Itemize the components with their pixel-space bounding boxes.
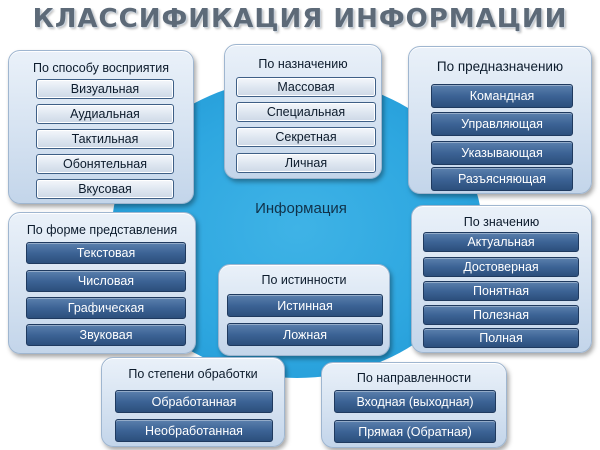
group-purpose: По назначению Массовая Специальная Секре…	[224, 44, 382, 179]
item-audial: Аудиальная	[36, 104, 174, 124]
item-direct-feedback: Прямая (Обратная)	[334, 420, 496, 443]
item-visual: Визуальная	[36, 79, 174, 99]
item-olfactory: Обонятельная	[36, 154, 174, 174]
item-mass: Массовая	[236, 77, 376, 97]
group-title: По способу восприятия	[33, 61, 169, 75]
group-title: По значению	[463, 215, 540, 229]
item-processed: Обработанная	[115, 390, 273, 413]
item-explaining: Разъясняющая	[431, 167, 573, 191]
item-secret: Секретная	[236, 127, 376, 147]
group-perception: По способу восприятия Визуальная Аудиаль…	[8, 50, 194, 204]
item-text: Текстовая	[26, 242, 186, 264]
group-title: По назначению	[258, 57, 348, 71]
item-personal: Личная	[236, 153, 376, 173]
item-unprocessed: Необработанная	[115, 419, 273, 442]
group-truth: По истинности Истинная Ложная	[218, 264, 390, 356]
group-title: По направленности	[356, 371, 472, 385]
group-title: По форме представления	[26, 223, 178, 237]
item-graphic: Графическая	[26, 297, 186, 319]
group-title: По предназначению	[436, 59, 564, 74]
group-direction: По направленности Входная (выходная) Пря…	[321, 362, 507, 448]
item-actual: Актуальная	[423, 232, 579, 252]
group-title: По истинности	[261, 273, 347, 287]
item-numeric: Числовая	[26, 270, 186, 292]
item-understandable: Понятная	[423, 281, 579, 301]
group-value: По значению Актуальная Достоверная Понят…	[411, 205, 592, 353]
item-false: Ложная	[227, 323, 383, 346]
item-complete: Полная	[423, 328, 579, 348]
item-reliable: Достоверная	[423, 257, 579, 277]
item-gustatory: Вкусовая	[36, 179, 174, 199]
item-tactile: Тактильная	[36, 129, 174, 149]
group-processing: По степени обработки Обработанная Необра…	[101, 357, 285, 447]
page-title: КЛАССИФИКАЦИЯ ИНФОРМАЦИИ	[32, 4, 568, 34]
center-label: Информация	[255, 200, 347, 217]
item-indicating: Указывающая	[431, 141, 573, 165]
item-control: Управляющая	[431, 112, 573, 136]
item-input-output: Входная (выходная)	[334, 390, 496, 413]
group-destination: По предназначению Командная Управляющая …	[408, 46, 592, 194]
item-true: Истинная	[227, 294, 383, 317]
item-special: Специальная	[236, 102, 376, 122]
item-sound: Звуковая	[26, 324, 186, 346]
group-form: По форме представления Текстовая Числова…	[8, 212, 196, 354]
item-command: Командная	[431, 84, 573, 108]
group-title: По степени обработки	[128, 367, 258, 381]
item-useful: Полезная	[423, 305, 579, 325]
